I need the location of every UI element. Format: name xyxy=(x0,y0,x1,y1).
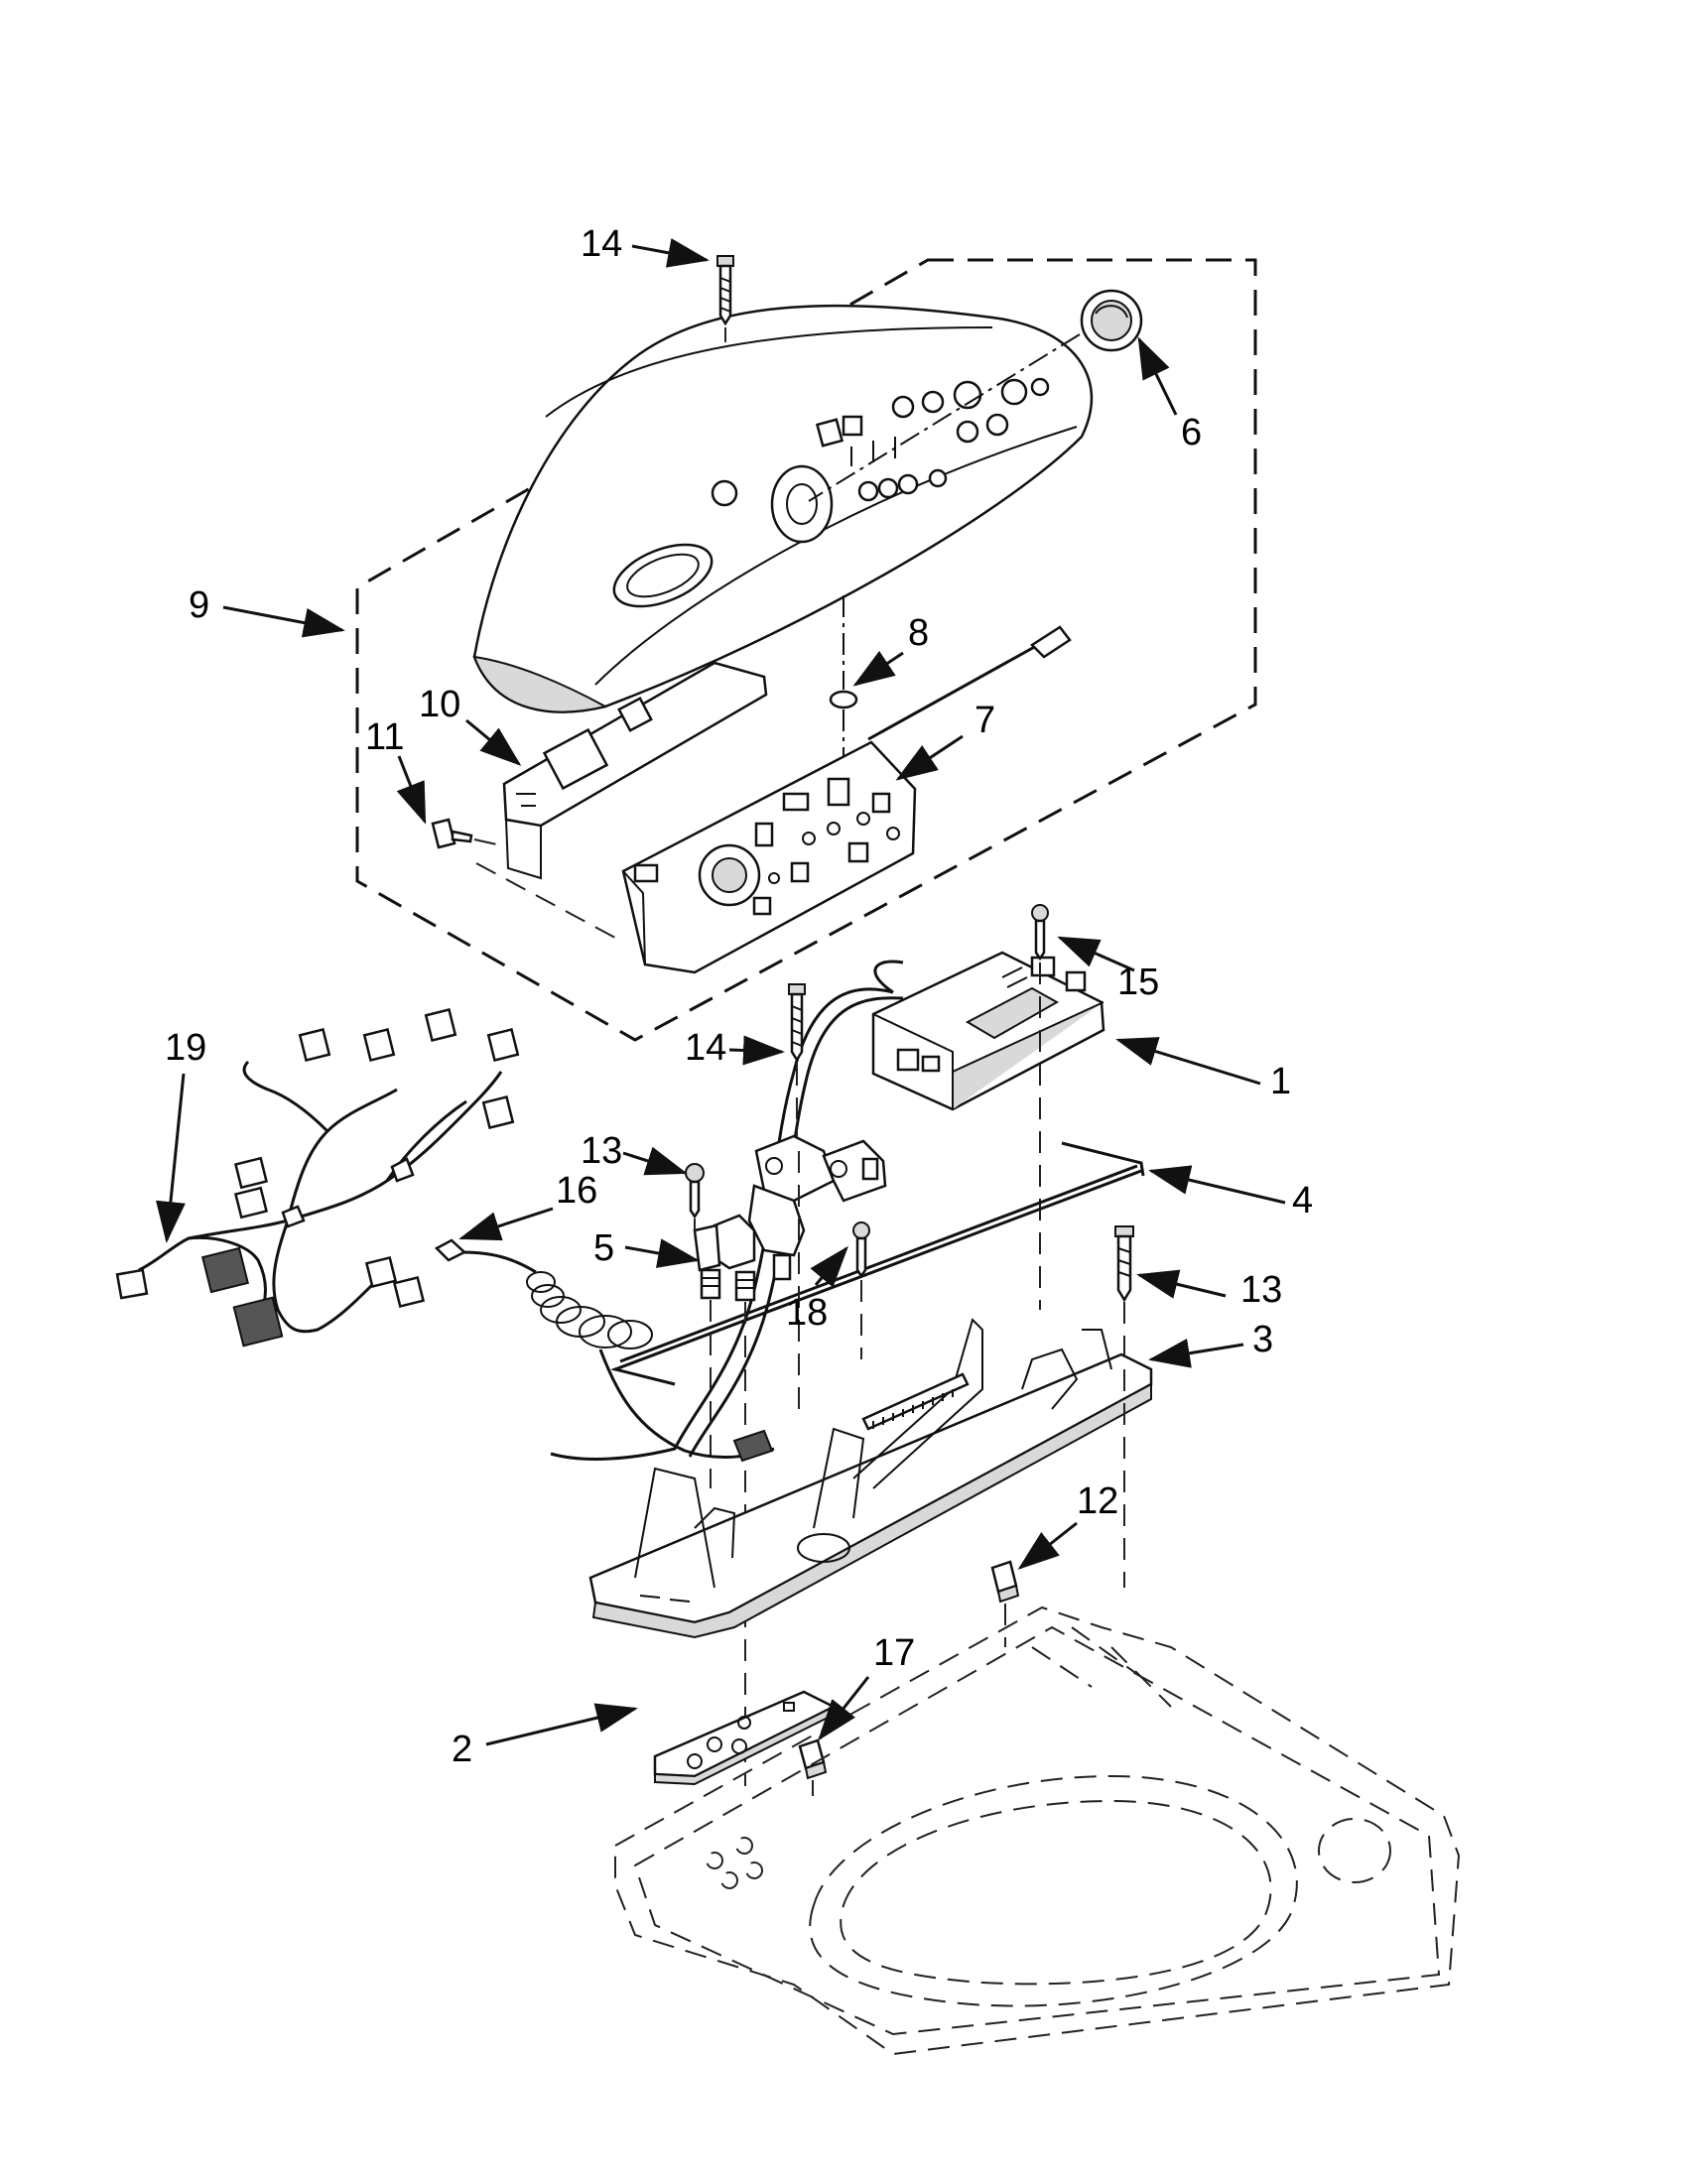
clip-12 xyxy=(990,1560,1020,1604)
screw-18 xyxy=(852,1221,870,1279)
callout-7: 7 xyxy=(974,700,995,741)
user-interface-board xyxy=(621,740,917,974)
screw-11 xyxy=(431,818,473,849)
leader-arrows xyxy=(156,238,1286,1746)
screw-14-top xyxy=(716,255,734,326)
screw-13-right xyxy=(1114,1225,1134,1303)
small-disc xyxy=(829,690,858,709)
wire-harness xyxy=(115,1007,520,1348)
ui-board-lead xyxy=(867,625,1072,741)
water-valve xyxy=(693,1134,887,1302)
callout-17: 17 xyxy=(873,1632,915,1674)
console-base xyxy=(588,1318,1153,1639)
callout-16: 16 xyxy=(556,1170,597,1212)
callout-4: 4 xyxy=(1292,1180,1313,1221)
callout-10: 10 xyxy=(419,684,460,725)
screw-14-middle xyxy=(788,983,806,1063)
callout-9: 9 xyxy=(189,584,209,626)
callout-12: 12 xyxy=(1077,1480,1118,1522)
knob-axis-line xyxy=(808,333,1081,502)
top-cover-outline xyxy=(614,1606,1461,2056)
callout-13-left: 13 xyxy=(581,1130,622,1172)
screw-11-axis xyxy=(473,838,502,846)
callout-5: 5 xyxy=(593,1227,614,1269)
console-assembly-boundary xyxy=(355,258,1257,1042)
main-control-board xyxy=(871,951,1105,1111)
callout-13-right: 13 xyxy=(1240,1269,1282,1311)
knob xyxy=(1080,289,1143,352)
screw-13-left xyxy=(685,1163,705,1220)
callout-6: 6 xyxy=(1181,412,1202,453)
screw-15 xyxy=(1031,904,1049,962)
callout-18: 18 xyxy=(786,1292,828,1334)
wire-rod xyxy=(609,1141,1145,1386)
console-top xyxy=(472,304,1094,713)
callout-19: 19 xyxy=(165,1027,206,1069)
callout-14-top: 14 xyxy=(581,223,622,265)
callout-1: 1 xyxy=(1270,1061,1291,1102)
bracket xyxy=(502,661,768,880)
callout-11: 11 xyxy=(365,716,404,758)
callout-2: 2 xyxy=(452,1729,472,1770)
bracket-axis-line xyxy=(475,862,616,939)
callout-labels: 14 6 9 8 7 10 11 15 19 14 1 13 16 4 5 18… xyxy=(165,223,1313,1770)
main-board-cable xyxy=(550,960,904,1461)
callout-15: 15 xyxy=(1117,962,1159,1003)
callout-3: 3 xyxy=(1252,1319,1273,1360)
callout-14-middle: 14 xyxy=(685,1027,726,1069)
callout-8: 8 xyxy=(908,612,929,654)
power-cord xyxy=(434,1238,775,1463)
